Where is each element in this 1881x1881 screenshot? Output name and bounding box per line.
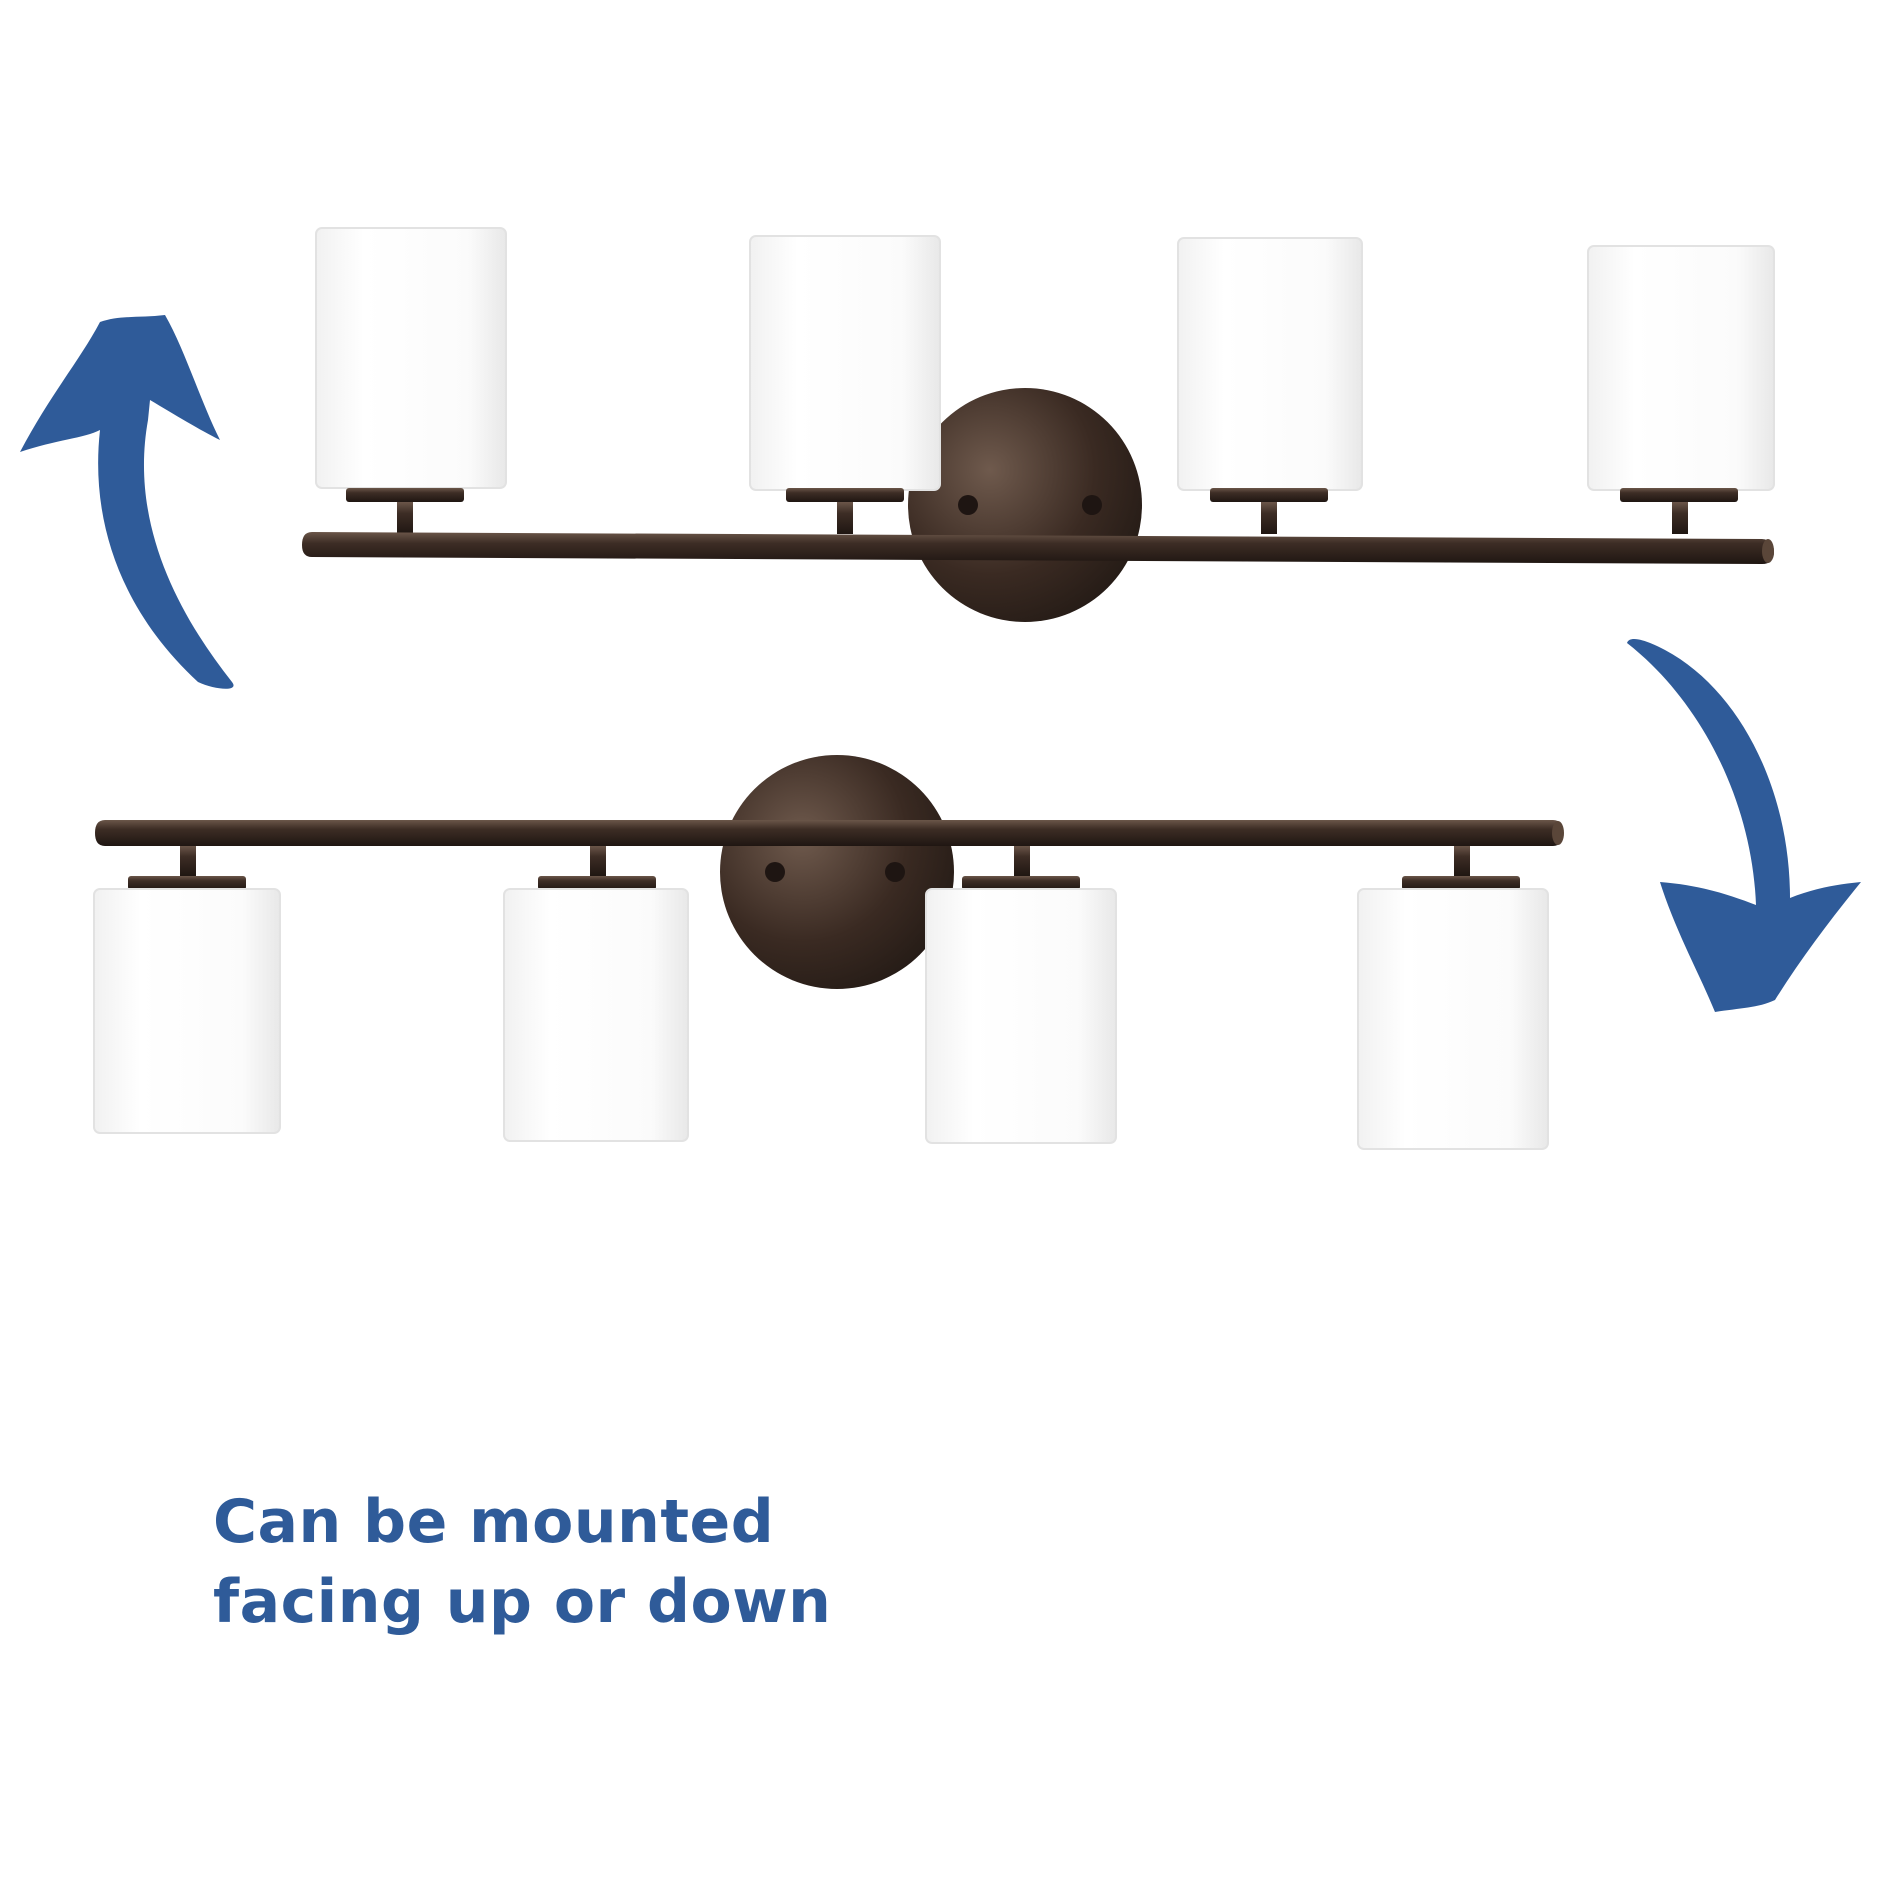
curved-arrow-down-icon: [1627, 639, 1861, 1012]
lower-wall-plate: [720, 755, 954, 989]
upper-holder: [786, 488, 904, 534]
lower-shade: [1357, 888, 1549, 1150]
caption-line-2: facing up or down: [213, 1567, 832, 1637]
lower-bar: [95, 820, 1564, 846]
lower-holder: [1402, 846, 1520, 890]
upper-holder: [346, 488, 464, 534]
curved-arrow-up-icon: [20, 315, 234, 689]
upper-plate-screw: [1082, 495, 1102, 515]
lower-holder: [538, 846, 656, 890]
upper-fixture: [302, 227, 1775, 622]
caption-line-1: Can be mounted: [213, 1487, 775, 1557]
lower-holder: [962, 846, 1080, 890]
lower-fixture: [93, 755, 1564, 1150]
lower-shade: [93, 888, 281, 1134]
lower-plate-screw: [765, 862, 785, 882]
upper-holder: [1210, 488, 1328, 534]
lower-shade: [503, 888, 689, 1142]
upper-shade: [749, 235, 941, 491]
lower-holder: [128, 846, 246, 890]
lower-shade: [925, 888, 1117, 1144]
upper-shade: [1177, 237, 1363, 491]
upper-holder: [1620, 488, 1738, 534]
upper-plate-screw: [958, 495, 978, 515]
upper-bar: [302, 532, 1774, 564]
upper-shade: [1587, 245, 1775, 491]
upper-shade: [315, 227, 507, 489]
lower-plate-screw: [885, 862, 905, 882]
feature-caption: Can be mounted facing up or down: [213, 1482, 831, 1642]
upper-wall-plate: [908, 388, 1142, 622]
